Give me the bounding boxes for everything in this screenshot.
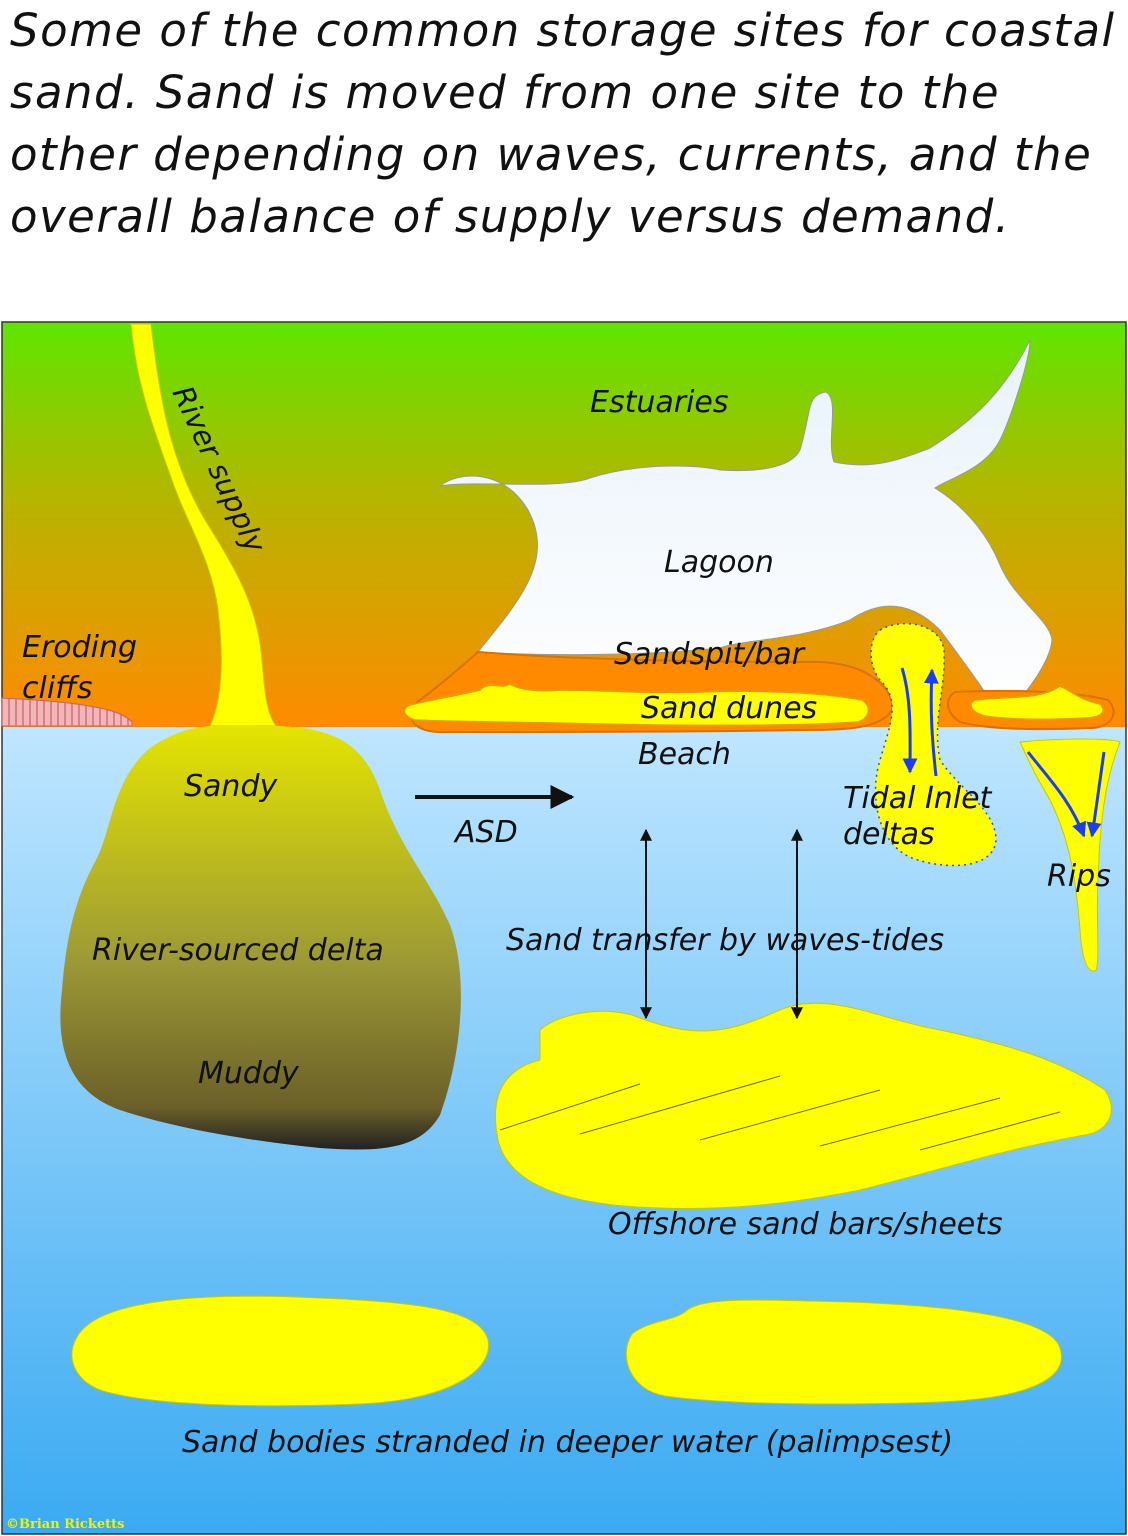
label-palimpsest: Sand bodies stranded in deeper water (pa… bbox=[182, 1425, 953, 1460]
offshore-sand-bars-shape bbox=[494, 1002, 1112, 1209]
sand-dunes-shape bbox=[403, 683, 870, 727]
sand-dunes-right-shape bbox=[970, 685, 1104, 721]
tidal-current-arrow-down bbox=[900, 667, 918, 774]
label-rips: Rips bbox=[1047, 859, 1111, 894]
label-muddy: Muddy bbox=[198, 1056, 300, 1091]
label-estuaries: Estuaries bbox=[590, 385, 729, 420]
tidal-current-arrow-up bbox=[923, 668, 939, 777]
label-sand-transfer: Sand transfer by waves-tides bbox=[506, 923, 944, 958]
rips-shape bbox=[1019, 738, 1121, 972]
label-tidal-inlet-line1: Tidal Inlet bbox=[843, 781, 993, 816]
label-eroding-cliffs-line2: cliffs bbox=[22, 671, 92, 706]
copyright-credit: ©Brian Ricketts bbox=[6, 1517, 124, 1532]
eroding-cliffs-shape bbox=[1, 697, 133, 727]
river-delta-shape bbox=[60, 726, 461, 1150]
label-sandspit-bar: Sandspit/bar bbox=[614, 637, 806, 672]
label-lagoon: Lagoon bbox=[664, 545, 774, 580]
rip-current-arrow-left bbox=[1026, 751, 1087, 838]
river-channel bbox=[130, 323, 277, 727]
lagoon-estuary-shape bbox=[439, 339, 1053, 721]
label-asd: ASD bbox=[453, 815, 518, 850]
label-river-sourced-delta: River-sourced delta bbox=[92, 933, 384, 968]
label-beach: Beach bbox=[638, 737, 731, 772]
diagram-frame bbox=[1, 321, 1127, 1535]
label-offshore-sand-bars: Offshore sand bars/sheets bbox=[608, 1207, 1003, 1242]
rip-current-arrow-right bbox=[1086, 751, 1106, 838]
label-sandy: Sandy bbox=[184, 769, 278, 804]
label-sand-dunes: Sand dunes bbox=[641, 691, 817, 726]
label-tidal-inlet-line2: deltas bbox=[843, 817, 935, 852]
palimpsest-sand-body-left bbox=[71, 1295, 490, 1407]
caption: Some of the common storage sites for coa… bbox=[10, 4, 1116, 243]
offshore-bedding-lines bbox=[499, 1075, 1061, 1151]
palimpsest-sand-body-right bbox=[625, 1299, 1062, 1405]
label-eroding-cliffs-line1: Eroding bbox=[22, 630, 137, 665]
